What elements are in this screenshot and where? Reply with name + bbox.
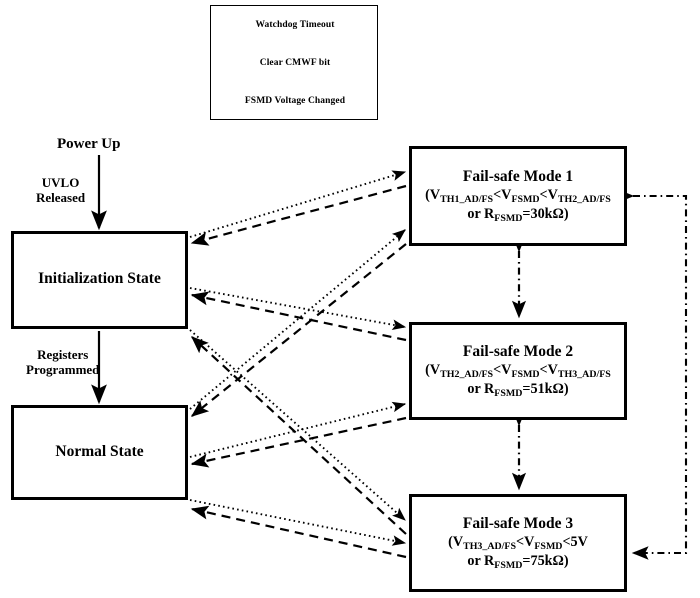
state-node-normal-title: Normal State [55, 442, 144, 460]
label-uvlo-released: UVLO Released [36, 175, 86, 206]
edge-normal-to-fsm1 [189, 229, 406, 410]
edge-fsm3-to-normal [190, 505, 407, 559]
edge-normal-to-fsm3 [189, 499, 407, 546]
label-registers-programmed: Registers Programmed [26, 347, 100, 378]
legend-row-clear-cmwf: Clear CMWF bit [211, 52, 379, 70]
legend-row-watchdog: Watchdog Timeout [211, 14, 379, 32]
state-node-failsafe-mode-3[interactable]: Fail-safe Mode 3 (VTH3_AD/FS<VFSMD<5V or… [409, 494, 627, 592]
edge-init-to-fsm2 [189, 287, 407, 330]
legend-label-watchdog: Watchdog Timeout [255, 20, 335, 30]
edge-fsm1-to-normal [190, 243, 407, 417]
legend-box: Watchdog Timeout Clear CMWF bit FSMD Vol… [210, 5, 378, 120]
state-node-initialization[interactable]: Initialization State [11, 231, 188, 329]
state-node-normal[interactable]: Normal State [11, 405, 188, 500]
state-node-failsafe-mode-1[interactable]: Fail-safe Mode 1 (VTH1_AD/FS<VFSMD<VTH2_… [409, 146, 627, 246]
label-registers-line1: Registers [37, 347, 89, 362]
edge-fsm1-fsm3-voltage [617, 189, 688, 560]
edge-init-to-fsm1 [189, 170, 407, 238]
legend-label-fsmd-voltage: FSMD Voltage Changed [244, 96, 346, 106]
state-node-failsafe-mode-1-title: Fail-safe Mode 1 [462, 167, 574, 185]
state-node-failsafe-mode-3-cond1: (VTH3_AD/FS<VFSMD<5V [448, 534, 588, 552]
edge-fsm2-to-init [190, 291, 407, 342]
state-node-failsafe-mode-1-cond1: (VTH1_AD/FS<VFSMD<VTH2_AD/FS [425, 187, 611, 205]
edge-fsm2-to-normal [190, 416, 407, 468]
label-registers-line2: Programmed [26, 361, 100, 377]
state-node-initialization-title: Initialization State [38, 270, 161, 288]
state-node-failsafe-mode-3-cond2: or RFSMD=75kΩ) [467, 552, 569, 571]
label-power-up-text: Power Up [57, 136, 121, 152]
edge-fsm3-to-init [191, 336, 407, 535]
label-uvlo-line1: UVLO [41, 175, 80, 190]
state-node-failsafe-mode-2-cond2: or RFSMD=51kΩ) [467, 380, 569, 399]
legend-row-fsmd-voltage: FSMD Voltage Changed [211, 90, 379, 108]
state-node-failsafe-mode-2[interactable]: Fail-safe Mode 2 (VTH2_AD/FS<VFSMD<VTH3_… [409, 322, 627, 420]
state-node-failsafe-mode-3-title: Fail-safe Mode 3 [462, 514, 574, 532]
state-node-failsafe-mode-1-cond2: or RFSMD=30kΩ) [467, 205, 569, 224]
legend-label-clear-cmwf: Clear CMWF bit [259, 58, 331, 68]
label-power-up: Power Up [57, 136, 120, 153]
state-node-failsafe-mode-2-title: Fail-safe Mode 2 [462, 342, 574, 360]
state-node-failsafe-mode-2-cond1: (VTH2_AD/FS<VFSMD<VTH3_AD/FS [425, 362, 611, 380]
edge-fsm1-to-init [190, 184, 407, 246]
edge-normal-to-fsm2 [189, 401, 407, 458]
label-uvlo-line2: Released [36, 189, 86, 205]
